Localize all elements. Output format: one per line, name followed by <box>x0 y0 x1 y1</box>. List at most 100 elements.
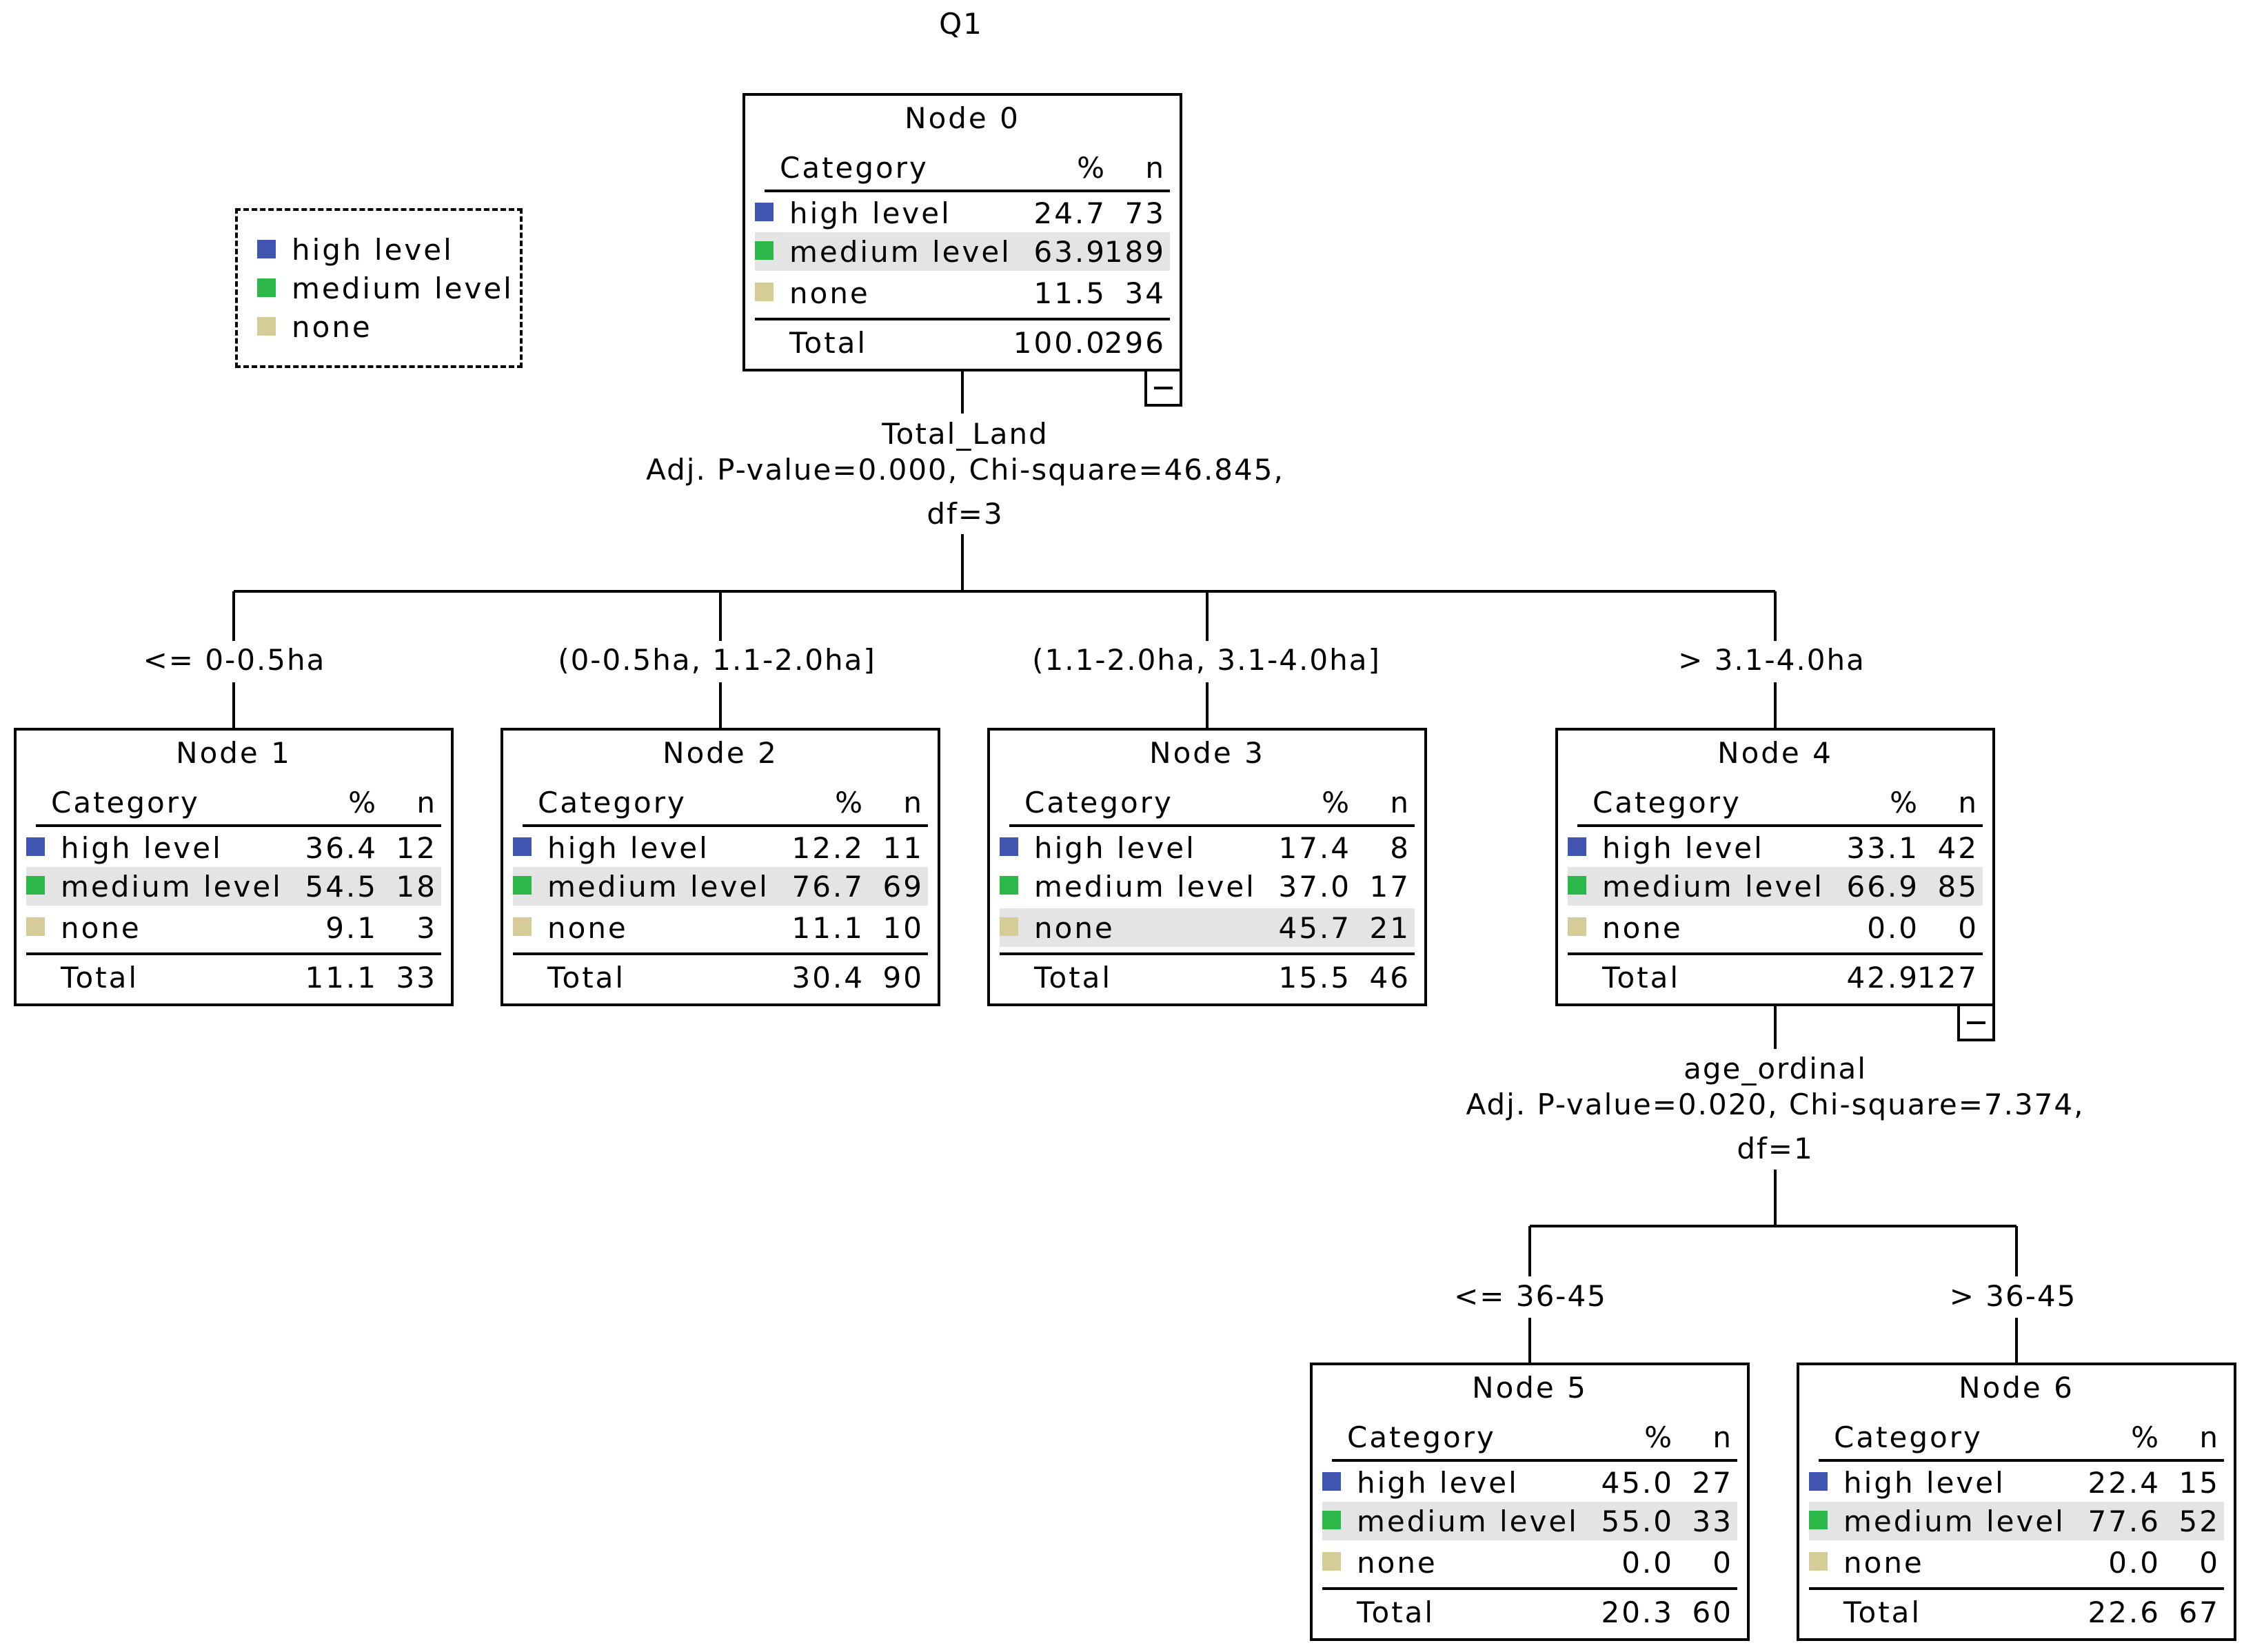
node-title: Node 6 <box>1959 1371 2074 1405</box>
row-percent: 22.4 <box>2088 1466 2161 1500</box>
row-percent: 0.0 <box>1621 1546 1674 1580</box>
node-total-row: Total 100.0 296 <box>755 318 1170 366</box>
node-table-header: Category % n <box>1009 783 1415 827</box>
tree-node-5[interactable]: Node 5 Category % n high level 45.0 27 m… <box>1310 1363 1750 1641</box>
tree-node-3[interactable]: Node 3 Category % n high level 17.4 8 me… <box>987 728 1427 1006</box>
tree-node-6[interactable]: Node 6 Category % n high level 22.4 15 m… <box>1797 1363 2236 1641</box>
tree-node-0[interactable]: Node 0 Category % n high level 24.7 73 m… <box>742 93 1182 371</box>
total-label: Total <box>789 326 868 360</box>
row-category: none <box>1357 1546 1437 1580</box>
collapse-toggle-icon[interactable] <box>1957 1003 1995 1041</box>
row-count: 42 <box>1937 831 1979 865</box>
square-icon <box>1322 1552 1341 1571</box>
row-category: medium level <box>1034 870 1256 904</box>
node-row-medium: medium level 55.0 33 <box>1322 1502 1737 1540</box>
header-category: Category <box>51 786 200 819</box>
node-row-high: high level 12.2 11 <box>513 828 928 867</box>
square-icon <box>755 203 774 221</box>
header-n: n <box>1958 786 1979 819</box>
node-row-none: none 0.0 0 <box>1322 1543 1737 1582</box>
total-percent: 15.5 <box>1278 961 1351 995</box>
row-category: medium level <box>789 235 1011 269</box>
row-count: 18 <box>396 870 437 904</box>
row-percent: 55.0 <box>1601 1505 1674 1538</box>
total-percent: 20.3 <box>1601 1595 1674 1629</box>
row-category: high level <box>1602 831 1764 865</box>
node-row-high: high level 24.7 73 <box>755 194 1170 232</box>
total-label: Total <box>1357 1595 1435 1629</box>
row-category: medium level <box>1357 1505 1579 1538</box>
tree-node-2[interactable]: Node 2 Category % n high level 12.2 11 m… <box>501 728 940 1006</box>
row-percent: 63.9 <box>1033 235 1106 269</box>
legend-label: medium level <box>292 272 514 305</box>
tree-node-1[interactable]: Node 1 Category % n high level 36.4 12 m… <box>14 728 454 1006</box>
row-count: 0 <box>1958 911 1979 945</box>
header-n: n <box>416 786 437 819</box>
tree-node-4[interactable]: Node 4 Category % n high level 33.1 42 m… <box>1555 728 1995 1006</box>
row-count: 21 <box>1369 911 1411 945</box>
total-count: 296 <box>1104 326 1166 360</box>
row-percent: 54.5 <box>305 870 378 904</box>
total-label: Total <box>1602 961 1681 995</box>
split-label-node-4: age_ordinal Adj. P-value=0.020, Chi-squa… <box>1362 1051 2189 1167</box>
total-percent: 42.9 <box>1846 961 1919 995</box>
square-icon <box>257 317 276 336</box>
node-total-row: Total 20.3 60 <box>1322 1587 1737 1635</box>
total-count: 90 <box>882 961 924 995</box>
collapse-toggle-icon[interactable] <box>1144 369 1182 407</box>
node-row-medium: medium level 66.9 85 <box>1568 867 1983 906</box>
row-category: none <box>789 276 870 310</box>
total-count: 127 <box>1917 961 1979 995</box>
square-icon <box>257 278 276 297</box>
header-percent: % <box>2131 1420 2161 1454</box>
node-row-none: none 0.0 0 <box>1568 908 1983 947</box>
row-category: none <box>1843 1546 1924 1580</box>
split-variable: age_ordinal <box>1684 1052 1867 1085</box>
square-icon <box>513 876 532 895</box>
header-percent: % <box>1644 1420 1674 1454</box>
edge-label-node-3: (1.1-2.0ha, 3.1-4.0ha] <box>1020 642 1393 678</box>
row-count: 189 <box>1104 235 1166 269</box>
split-df: df=3 <box>927 497 1004 531</box>
row-count: 73 <box>1124 196 1166 230</box>
header-category: Category <box>1347 1420 1496 1454</box>
node-table-header: Category % n <box>1332 1418 1737 1462</box>
node-row-none: none 45.7 21 <box>1000 908 1415 947</box>
row-count: 11 <box>882 831 924 865</box>
node-title: Node 3 <box>1149 736 1265 770</box>
header-percent: % <box>1077 151 1106 185</box>
header-category: Category <box>780 151 929 185</box>
total-percent: 100.0 <box>1013 326 1106 360</box>
row-count: 69 <box>882 870 924 904</box>
split-stats: Adj. P-value=0.020, Chi-square=7.374, <box>1466 1088 2085 1121</box>
row-category: none <box>547 911 628 945</box>
square-icon <box>1000 917 1018 936</box>
row-category: none <box>1034 911 1115 945</box>
header-percent: % <box>1890 786 1919 819</box>
header-percent: % <box>835 786 865 819</box>
square-icon <box>1322 1511 1341 1529</box>
square-icon <box>755 241 774 260</box>
node-row-medium: medium level 37.0 17 <box>1000 867 1415 906</box>
split-label-node-0: Total_Land Adj. P-value=0.000, Chi-squar… <box>552 416 1379 532</box>
node-row-none: none 11.5 34 <box>755 274 1170 312</box>
row-percent: 9.1 <box>325 911 378 945</box>
header-category: Category <box>1593 786 1741 819</box>
header-percent: % <box>348 786 378 819</box>
header-category: Category <box>1024 786 1173 819</box>
square-icon <box>513 917 532 936</box>
diagram-title: Q1 <box>939 7 983 41</box>
row-count: 12 <box>396 831 437 865</box>
total-label: Total <box>1034 961 1113 995</box>
row-percent: 33.1 <box>1846 831 1919 865</box>
node-row-medium: medium level 77.6 52 <box>1809 1502 2224 1540</box>
square-icon <box>26 917 45 936</box>
square-icon <box>1568 837 1586 856</box>
row-count: 3 <box>416 911 437 945</box>
node-total-row: Total 15.5 46 <box>1000 952 1415 1001</box>
square-icon <box>257 240 276 258</box>
square-icon <box>1809 1552 1828 1571</box>
row-percent: 0.0 <box>2108 1546 2161 1580</box>
header-category: Category <box>538 786 687 819</box>
